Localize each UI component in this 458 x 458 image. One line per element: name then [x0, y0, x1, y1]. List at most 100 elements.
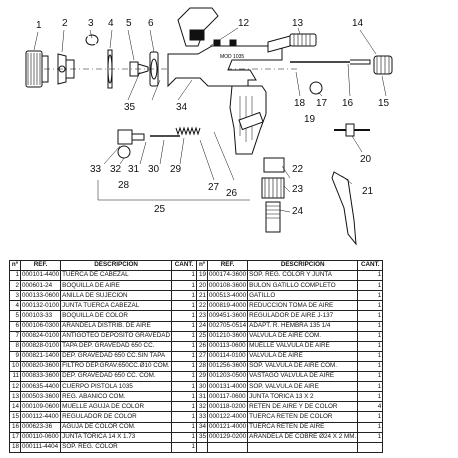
cell-no: 31	[196, 391, 209, 403]
cell-quantity: 1	[357, 270, 384, 282]
cell-no: 9	[9, 350, 21, 362]
cell-no: 28	[196, 360, 209, 373]
cell-ref: 000101-4400	[19, 270, 62, 282]
cell-quantity: 1	[171, 320, 198, 332]
header-no-right: nº	[196, 259, 209, 272]
cell-ref: 000820-3600	[19, 360, 62, 373]
callout-4: 4	[108, 18, 114, 29]
cell-quantity: 1	[171, 310, 198, 322]
cell-ref: 001256-3600	[207, 360, 249, 373]
callout-30: 30	[148, 164, 160, 175]
cell-quantity: 1	[357, 381, 384, 393]
cell-ref: 000121-4000	[207, 421, 249, 433]
cell-ref: 002705-0514	[207, 320, 249, 332]
callout-24: 24	[292, 206, 304, 217]
cell-description: SOP. VALVULA DE AIRE COM.	[247, 360, 359, 373]
cell-description: ANTIGOTEO DEPOSITO GRAVEDAD	[60, 330, 173, 342]
callout-23: 23	[292, 184, 304, 195]
cell-no: 20	[196, 280, 209, 292]
cell-ref: 000833-3600	[19, 371, 62, 383]
cell-ref: 000111-4404	[19, 441, 62, 453]
cell-ref: 000122-4000	[207, 411, 249, 423]
header-description: DESCRIPCIÓN	[60, 259, 173, 272]
cell-no: 21	[196, 290, 209, 302]
cell-description: JUNTA TORICA 13 X 2	[247, 391, 359, 403]
cell-description: REDUCCION TOMA DE AIRE	[247, 300, 359, 312]
cell-no: 29	[196, 371, 209, 383]
cell-ref: 000118-0200	[207, 401, 249, 413]
part-15-color-regulator	[373, 55, 393, 75]
cell-no: 34	[196, 421, 209, 433]
callout-29: 29	[170, 164, 182, 175]
cell-no: 26	[196, 340, 209, 352]
cell-no: 15	[9, 411, 21, 423]
callout-1: 1	[36, 20, 42, 31]
callout-28: 28	[118, 180, 130, 191]
cell-description: BOQUILLA DE COLOR	[60, 310, 173, 322]
cell-no: 25	[196, 330, 209, 342]
cell-no: 2	[9, 280, 21, 292]
cell-description: DEP. GRAVEDAD 650 CC.SIN TAPA	[60, 350, 173, 362]
cell-ref: 009451-3600	[207, 310, 249, 322]
cell-ref: 000110-0600	[19, 431, 62, 443]
cell-quantity: 1	[171, 391, 198, 403]
header-quantity-right: CANT.	[357, 259, 384, 272]
cell-no: 35	[196, 431, 209, 443]
part-23-air-regulator	[261, 177, 285, 199]
cell-quantity: 1	[357, 330, 384, 342]
callout-14: 14	[352, 18, 364, 29]
callout-5: 5	[126, 18, 132, 29]
cell-quantity: 1	[171, 280, 198, 292]
cell-no: 3	[9, 290, 21, 302]
cell-ref: 000635-4400	[19, 381, 62, 393]
cell-ref: 000129-0200	[207, 431, 249, 443]
cell-no: 14	[9, 401, 21, 413]
cell-quantity: 1	[171, 431, 198, 443]
cell-description: ARANDELA DE COBRE Ø24 X 2 MM.	[247, 431, 359, 443]
callout-25: 25	[154, 204, 166, 215]
cell-no: 1	[9, 270, 21, 282]
cell-ref: 000174-3600	[207, 270, 249, 282]
cell-description: BULON GATILLO COMPLETO	[247, 280, 359, 292]
cell-description: GATILLO	[247, 290, 359, 302]
cell-quantity: 1	[357, 290, 384, 302]
cell-quantity: 1	[357, 280, 384, 292]
cell-no: 24	[196, 320, 209, 332]
cell-ref	[207, 441, 249, 453]
cell-no: 32	[196, 401, 209, 413]
cell-description: ANILLA DE SUJECION	[60, 290, 173, 302]
cell-description	[247, 441, 359, 453]
callout-22: 22	[292, 164, 304, 175]
callout-19: 19	[304, 114, 316, 125]
cell-no: 30	[196, 381, 209, 393]
cell-description: FILTRO DEP.GRAV.650CC.Ø10 COM.	[60, 360, 173, 373]
cell-ref: 000133-0600	[19, 290, 62, 302]
cell-ref: 000113-0600	[207, 340, 249, 352]
cell-no: 16	[9, 421, 21, 433]
cell-no: 12	[9, 381, 21, 393]
cell-ref: 000117-0600	[207, 391, 249, 403]
cell-quantity: 1	[357, 411, 384, 423]
cell-no: 10	[9, 360, 21, 373]
cell-description: VASTAGO VALVULA DE AIRE	[247, 371, 359, 383]
cell-no: 27	[196, 350, 209, 362]
cell-description: VALVULA DE AIRE	[247, 350, 359, 362]
cell-ref: 000131-4000	[207, 381, 249, 393]
cell-no: 6	[9, 320, 21, 332]
cell-description: TUERCA RETEN DE AIRE	[247, 421, 359, 433]
part-valve-assembly	[117, 126, 201, 159]
cell-quantity: 1	[171, 381, 198, 393]
parts-table: nº REF. DESCRIPCIÓN CANT. nº REF. DESCRI…	[9, 259, 384, 453]
header-quantity: CANT.	[171, 259, 198, 272]
cell-no: 7	[9, 330, 21, 342]
header-description-right: DESCRIPCIÓN	[247, 259, 359, 272]
part-16-color-needle	[290, 59, 371, 65]
cell-ref: 000114-0100	[207, 350, 249, 362]
cell-description: BOQUILLA DE AIRE	[60, 280, 173, 292]
